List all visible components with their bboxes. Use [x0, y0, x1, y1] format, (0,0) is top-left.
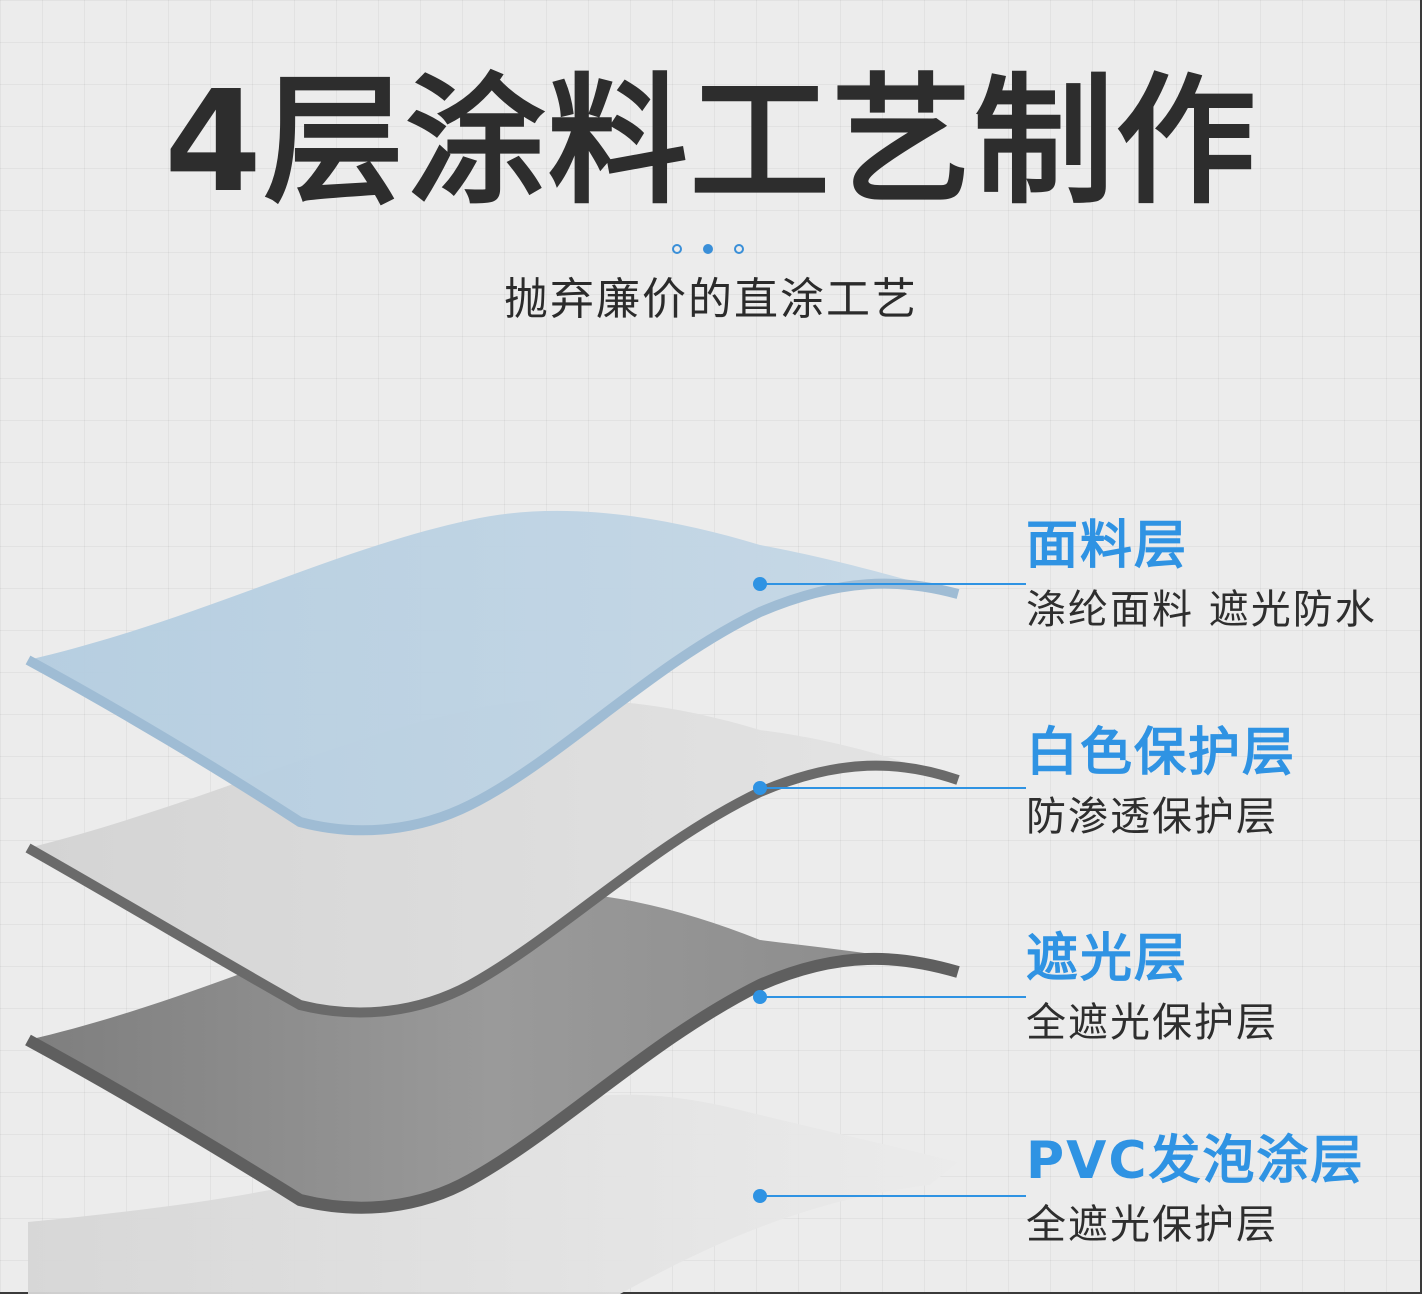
layer-label-blackout: 遮光层 全遮光保护层 — [1026, 928, 1278, 1048]
layer-name: 白色保护层 — [1026, 723, 1297, 783]
layer-label-pvc: PVC发泡涂层 全遮光保护层 — [1026, 1130, 1365, 1250]
fabric-layer-sheet — [25, 510, 960, 836]
layer-name: 遮光层 — [1026, 929, 1189, 989]
page-title: 4层涂料工艺制作 — [164, 61, 1258, 224]
dot-icon — [672, 244, 682, 254]
layer-desc: 全遮光保护层 — [1026, 1202, 1278, 1248]
callout-pvc — [753, 1189, 1026, 1203]
layer-desc: 全遮光保护层 — [1026, 1000, 1278, 1046]
layer-name: PVC发泡涂层 — [1026, 1131, 1365, 1191]
pointer-dot-icon — [753, 781, 767, 795]
pointer-dot-icon — [753, 577, 767, 591]
callout-blackout — [753, 990, 1026, 1004]
pvc-layer-sheet — [28, 1094, 958, 1294]
layer-desc: 防渗透保护层 — [1026, 794, 1278, 840]
pointer-dot-icon — [753, 990, 767, 1004]
dot-icon — [734, 244, 744, 254]
layer-desc: 涤纶面料 遮光防水 — [1026, 587, 1377, 633]
layer-name: 面料层 — [1026, 516, 1189, 576]
dot-icon — [703, 244, 713, 254]
layer-label-fabric: 面料层 涤纶面料 遮光防水 — [1026, 515, 1377, 635]
layer-label-white: 白色保护层 防渗透保护层 — [1026, 722, 1296, 842]
callout-white — [753, 781, 1026, 795]
callout-fabric — [753, 577, 1026, 591]
page-subtitle: 抛弃廉价的直涂工艺 — [504, 274, 918, 325]
pointer-dot-icon — [753, 1189, 767, 1203]
divider-dots — [672, 244, 744, 254]
